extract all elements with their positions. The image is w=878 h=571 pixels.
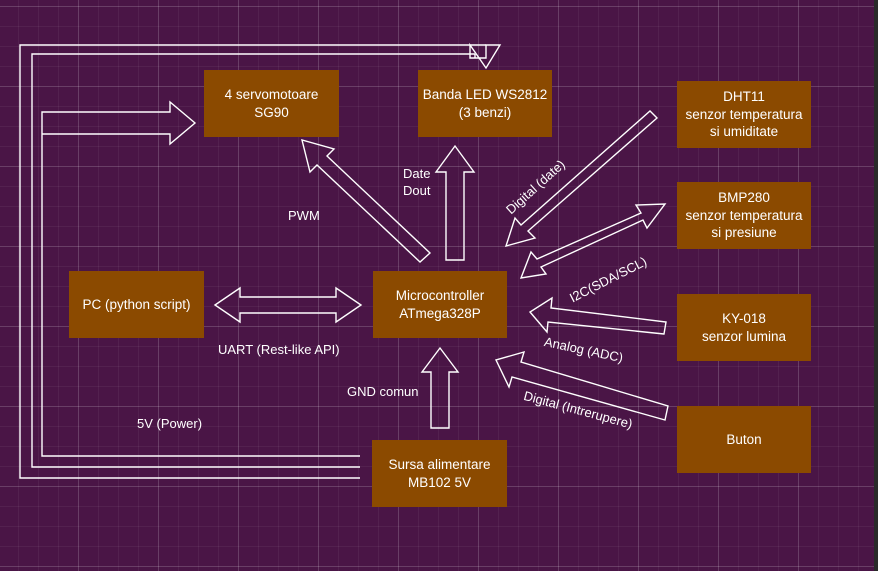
bmp280-node: BMP280 senzor temperatura si presiune [677,182,811,249]
microcontroller-node: Microcontroller ATmega328P [373,271,507,338]
led-strip-node: Banda LED WS2812 (3 benzi) [418,70,552,137]
ky018-node: KY-018 senzor lumina [677,294,811,361]
gnd-label: GND comun [347,384,419,399]
button-node: Buton [677,406,811,473]
data-dout-arrow [434,144,476,261]
pwm-label: PWM [288,208,320,223]
i2c-arrow [519,203,667,279]
servo-node: 4 servomotoare SG90 [204,70,339,137]
pwm-arrow [301,138,432,263]
pc-node: PC (python script) [69,271,204,338]
dht11-node: DHT11 senzor temperatura si umiditate [677,81,811,148]
power-rail-outer [19,44,486,479]
analog-arrow [528,296,667,335]
power-label: 5V (Power) [137,416,203,431]
digital-data-arrow [504,110,659,248]
power-supply-node: Sursa alimentare MB102 5V [372,440,507,507]
data-dout-label: Date Dout [403,166,431,198]
power-rail-middle [31,53,475,468]
gnd-arrow [420,346,460,429]
uart-label: UART (Rest-like API) [218,342,340,357]
digital-interrupt-arrow [495,350,669,421]
power-arrowhead-led [469,42,502,70]
power-rail-inner [41,100,360,457]
uart-arrow [213,286,363,324]
